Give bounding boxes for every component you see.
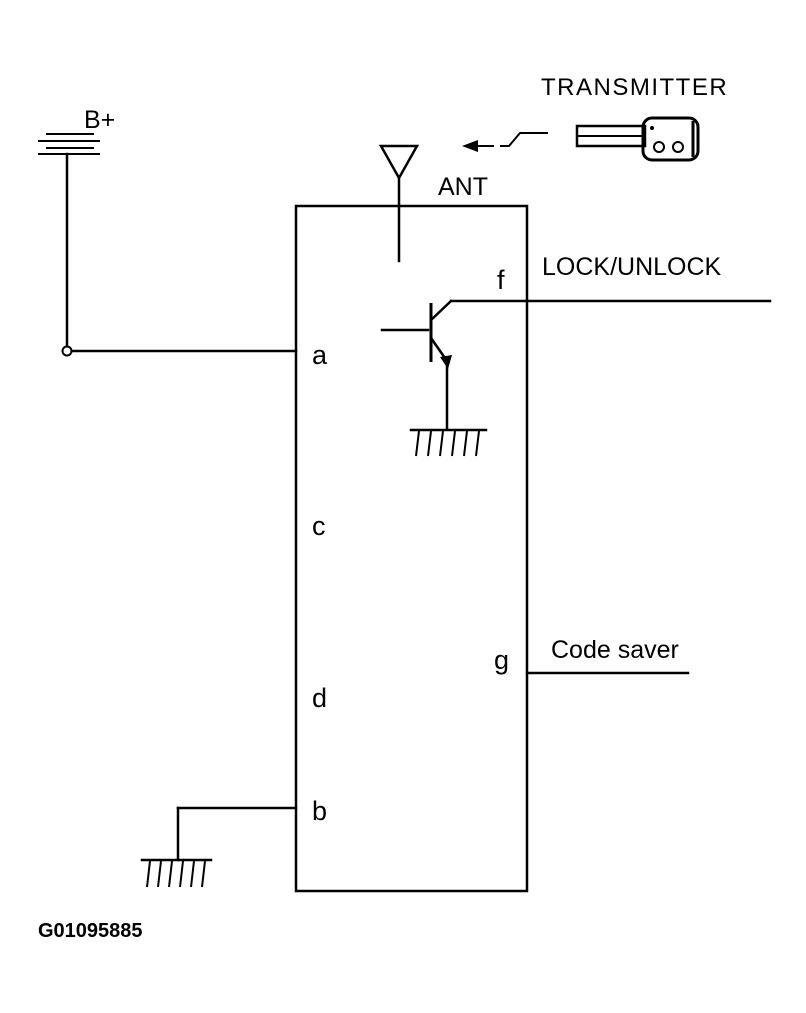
ground-icon xyxy=(409,428,488,457)
antenna-icon xyxy=(378,144,420,263)
figure-id: G01095885 xyxy=(38,920,143,942)
pin-label-f: f xyxy=(497,265,505,295)
transmitter-label: TRANSMITTER xyxy=(541,74,728,101)
ground-icon xyxy=(140,858,213,888)
lock-unlock-label: LOCK/UNLOCK xyxy=(542,253,722,281)
pin-label-a: a xyxy=(312,340,328,370)
code-saver-label: Code saver xyxy=(551,636,679,664)
antenna-label: ANT xyxy=(438,173,488,201)
transistor-icon xyxy=(380,299,453,430)
transmitter-key-icon xyxy=(575,116,700,162)
junction-node xyxy=(61,345,73,357)
control-module-box xyxy=(294,204,529,893)
pin-label-g: g xyxy=(494,645,509,675)
pin-label-b: b xyxy=(312,796,327,826)
battery-label: B+ xyxy=(84,106,115,134)
radio-signal-icon xyxy=(462,132,548,152)
battery-icon xyxy=(38,133,100,155)
pin-label-d: d xyxy=(312,683,327,713)
pin-label-c: c xyxy=(312,511,326,541)
